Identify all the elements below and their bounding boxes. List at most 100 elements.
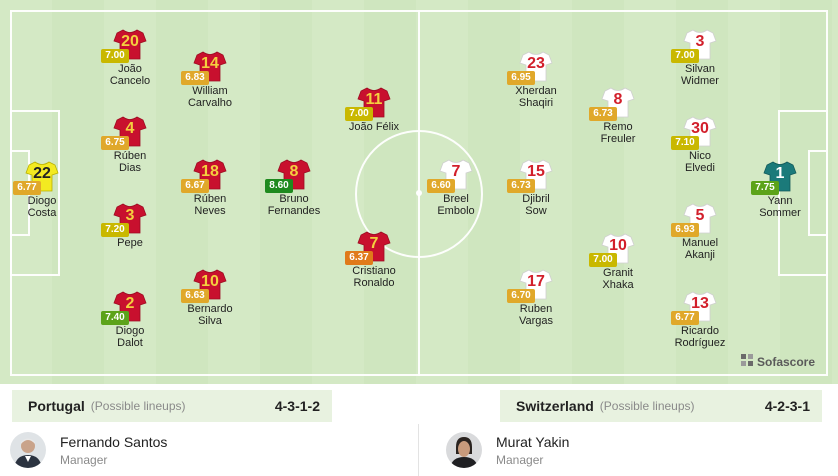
shirt-number: 18 xyxy=(201,163,219,180)
shirt-number: 5 xyxy=(695,207,705,224)
center-spot xyxy=(416,190,422,196)
home-team-bar[interactable]: Portugal (Possible lineups) 4-3-1-2 xyxy=(12,390,332,422)
away-manager-name[interactable]: Murat Yakin xyxy=(496,433,570,450)
player-name[interactable]: João Félix xyxy=(348,121,400,133)
shirt-number: 20 xyxy=(121,33,139,50)
sofascore-icon xyxy=(740,353,754,370)
away-team-name[interactable]: Switzerland xyxy=(516,398,594,414)
away-formation: 4-2-3-1 xyxy=(764,398,810,414)
home-manager-name[interactable]: Fernando Santos xyxy=(60,433,168,450)
away-manager[interactable]: Murat Yakin Manager xyxy=(446,424,569,476)
shirt-number: 15 xyxy=(527,163,545,180)
player-rating: 6.70 xyxy=(507,289,535,303)
home-lineup-status: (Possible lineups) xyxy=(90,399,186,413)
player-rating: 7.00 xyxy=(671,49,699,63)
player-rating: 7.75 xyxy=(751,181,779,195)
player-rating: 7.20 xyxy=(101,223,129,237)
shirt-number: 11 xyxy=(365,91,383,108)
player-rating: 6.73 xyxy=(507,179,535,193)
player-rating: 6.77 xyxy=(671,311,699,325)
shirt-number: 10 xyxy=(609,237,627,254)
player-rating: 6.83 xyxy=(181,71,209,85)
player-name[interactable]: Pepe xyxy=(117,237,143,249)
away-team-bar[interactable]: Switzerland (Possible lineups) 4-2-3-1 xyxy=(500,390,822,422)
shirt-number: 2 xyxy=(125,295,135,312)
shirt-number: 3 xyxy=(695,33,705,50)
home-team-name[interactable]: Portugal xyxy=(28,398,85,414)
shirt-number: 3 xyxy=(125,207,135,224)
home-manager[interactable]: Fernando Santos Manager xyxy=(10,424,167,476)
shirt-number: 13 xyxy=(691,295,709,312)
manager-avatar xyxy=(10,432,46,468)
shirt-number: 1 xyxy=(775,165,785,182)
sofascore-logo-text: Sofascore xyxy=(757,354,816,369)
player-rating: 8.60 xyxy=(265,179,293,193)
player-rating: 7.00 xyxy=(345,107,373,121)
player-rating: 7.10 xyxy=(671,136,699,150)
manager-divider xyxy=(418,424,419,476)
player-rating: 6.73 xyxy=(589,107,617,121)
shirt-number: 30 xyxy=(691,120,709,137)
shirt-number: 8 xyxy=(289,163,299,180)
away-lineup-status: (Possible lineups) xyxy=(599,399,695,413)
player-rating: 7.40 xyxy=(101,311,129,325)
player-rating: 6.60 xyxy=(427,179,455,193)
shirt-number: 23 xyxy=(527,55,545,72)
shirt-number: 4 xyxy=(125,120,135,137)
shirt-number: 7 xyxy=(451,163,461,180)
